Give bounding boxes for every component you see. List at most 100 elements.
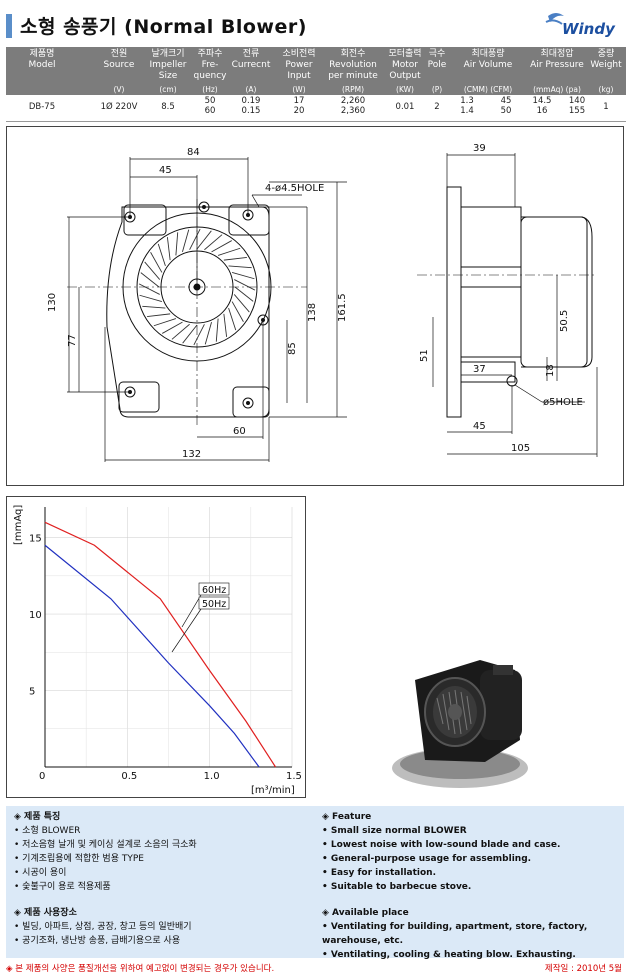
impeller-blade: [223, 256, 247, 261]
impeller-blade: [182, 324, 198, 344]
dim-85: 85: [287, 342, 298, 355]
dim-45: 45: [159, 165, 172, 176]
feature-en-heading: ◈ Feature: [322, 812, 372, 822]
impeller-blade: [233, 294, 250, 313]
spec-unit-3: (Hz): [202, 85, 218, 94]
impeller-blade: [217, 247, 241, 256]
legend-leader-50: [171, 608, 202, 653]
spec-header-2: 날개크기 Impeller Size: [149, 49, 187, 81]
legend-box-50Hz: [198, 596, 230, 610]
side-upper-housing: [460, 206, 522, 268]
legend-label-50Hz: 50Hz: [202, 599, 226, 610]
legend-label-60Hz: 60Hz: [202, 585, 226, 596]
spec-unit-1: (V): [113, 85, 125, 94]
y-tick-label: 15: [29, 534, 42, 545]
y-axis-label: [mmAq]: [13, 505, 24, 545]
impeller-blade: [193, 324, 205, 346]
spec-unit-5: (W): [292, 85, 306, 94]
spec-cell-7: 0.01: [395, 102, 415, 112]
spec-cell-11: 14.5 16: [532, 96, 552, 116]
spec-cell-0: DB-75: [28, 102, 56, 112]
spec-cell-9: 1.3 1.4: [460, 96, 474, 116]
series-line-60Hz: [44, 521, 277, 768]
feature-kr-heading: ◈ 제품 특징: [14, 812, 61, 822]
impeller-blade: [140, 272, 160, 288]
dim-45-side: 45: [473, 421, 486, 432]
feature-item: • 소형 BLOWER: [14, 826, 81, 836]
footer-date: 제작일 : 2010년 5월: [544, 964, 622, 974]
page-title: 소형 송풍기 (Normal Blower): [20, 16, 307, 38]
dimension-drawing: 84 45 4-ø4.5HOLE 130 77 138 161.5 85 60 …: [47, 143, 598, 462]
spec-cell-1: 1Ø 220V: [100, 102, 138, 112]
impeller-blade: [189, 228, 201, 250]
impeller-blade: [234, 286, 254, 302]
spec-cell-5: 17 20: [293, 96, 305, 116]
dim-hole-4: 4-ø4.5HOLE: [265, 183, 324, 194]
spec-unit-6: (RPM): [341, 85, 365, 94]
place-kr-list: • 빌딩, 아파트, 상점, 공장, 창고 등의 일반배기 • 공기조화, 냉난방…: [14, 920, 197, 948]
dim-37: 37: [473, 364, 486, 375]
hole-top: [198, 201, 210, 213]
spec-unit-2: (cm): [159, 85, 177, 94]
x-tick-label: 0: [39, 771, 45, 782]
side-motor: [520, 216, 588, 368]
x-tick-label: 0.5: [121, 771, 137, 782]
impeller-blade: [223, 313, 228, 337]
feature-item: • Easy for installation.: [322, 868, 436, 878]
spec-cell-4: 0.19 0.15: [241, 96, 261, 116]
side-lower-housing: [460, 286, 522, 358]
logo-text: Windy: [562, 20, 616, 38]
impeller-blade: [228, 265, 252, 269]
spec-cell-10: 45 50: [500, 96, 512, 116]
dim-18: 18: [545, 364, 556, 377]
impeller-blade: [144, 261, 161, 280]
feature-item: • Small size normal BLOWER: [322, 826, 467, 836]
impeller-blade: [139, 294, 163, 302]
spec-header-8: 극수 Pole: [427, 49, 447, 70]
spec-header-4: 전류 Currecnt: [231, 49, 271, 70]
windy-logo: Windy: [542, 8, 622, 42]
legend-leader-60: [181, 594, 202, 628]
spec-unit-4: (A): [245, 85, 257, 94]
impeller-blade: [196, 230, 212, 250]
spec-cell-13: 1: [603, 102, 609, 112]
impeller-blade: [231, 301, 244, 322]
spec-header-5: 소비전력 Power Input: [282, 49, 316, 81]
feature-item: • 빌딩, 아파트, 상점, 공장, 창고 등의 일반배기: [14, 922, 192, 932]
front-tab-bottomleft: [118, 381, 160, 413]
spec-header-11: 중량 Weight: [590, 49, 622, 70]
impeller-blade: [142, 305, 166, 309]
spec-header-1: 전원 Source: [103, 49, 135, 70]
place-en-list: • Ventilating for building, apartment, s…: [322, 920, 624, 962]
impeller-blade: [147, 313, 171, 318]
impeller-blade: [231, 272, 255, 280]
feature-item: • General-purpose usage for assembling.: [322, 854, 532, 864]
dim-77: 77: [67, 334, 78, 347]
legend-box-60Hz: [198, 582, 230, 596]
x-tick-label: 1.5: [286, 771, 302, 782]
dim-hole-5: ø5HOLE: [543, 397, 583, 408]
feature-item: • 저소음형 날개 및 케이싱 설계로 소음의 극소화: [14, 840, 197, 850]
series-line-50Hz: [44, 544, 260, 768]
dim-105: 105: [511, 443, 530, 454]
product-photo: [385, 650, 555, 795]
place-en-heading: ◈ Available place: [322, 908, 409, 918]
feature-kr-list: • 소형 BLOWER• 저소음형 날개 및 케이싱 설계로 소음의 극소화• …: [14, 824, 197, 894]
side-motor-cap: [521, 216, 593, 368]
feature-item: • Lowest noise with low-sound blade and …: [322, 840, 561, 850]
dim-51: 51: [419, 349, 430, 362]
impeller-blade: [171, 323, 190, 340]
spec-unit-10: (mmAq) (pa): [533, 85, 581, 94]
feature-column-korean: ◈ 제품 특징 • 소형 BLOWER • 저소음형 날개 및 케이싱 설계로 소…: [14, 810, 197, 948]
dim-50-5: 50.5: [559, 310, 570, 332]
impeller-blade: [204, 234, 223, 251]
feature-item: • 공기조화, 냉난방 송풍, 급배기용으로 사용: [14, 936, 181, 946]
spec-cell-8: 2: [434, 102, 440, 112]
feature-item: • Suitable to barbecue stove.: [322, 882, 472, 892]
impeller-blade: [204, 321, 212, 345]
dimension-drawing-panel: 84 45 4-ø4.5HOLE 130 77 138 161.5 85 60 …: [6, 126, 624, 486]
spec-cell-3: 50 60: [204, 96, 216, 116]
